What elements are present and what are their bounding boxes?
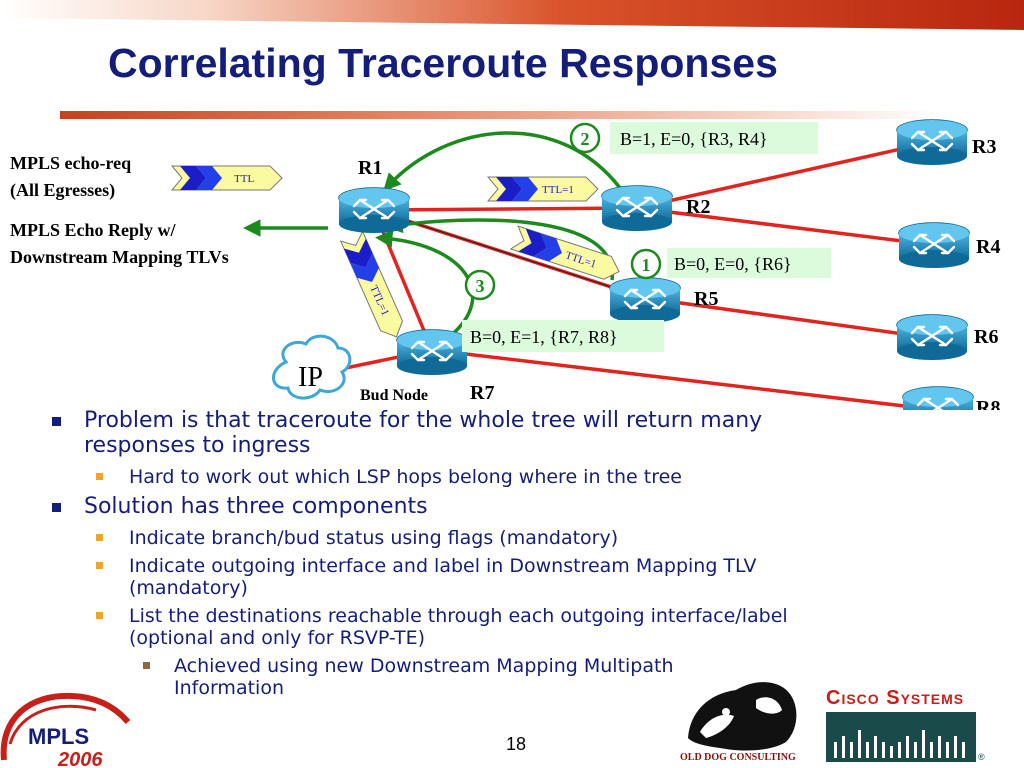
bullet-item: Problem is that traceroute for the whole… <box>46 408 876 458</box>
response-1-text: B=0, E=0, {R6} <box>674 254 792 274</box>
bullet-item: Solution has three components <box>46 494 876 519</box>
response-1-step: 1 <box>642 255 651 275</box>
reply-arrow-r2 <box>383 131 622 192</box>
response-2-step: 2 <box>581 129 590 149</box>
response-2: B=1, E=0, {R3, R4} 2 <box>569 122 818 154</box>
cisco-systems-logo: Cisco Systems ® <box>826 687 985 762</box>
link-r1-r2 <box>373 206 638 212</box>
legend-echo-req-line2: (All Egresses) <box>10 180 116 200</box>
router-label-r2: R2 <box>686 196 710 218</box>
legend-echo-req: MPLS echo-req (All Egresses) <box>10 150 131 204</box>
router-r2-icon <box>601 184 673 232</box>
slide-title: Correlating Traceroute Responses <box>108 40 778 86</box>
packet-to-r7: TTL=1 <box>339 230 404 338</box>
p2mp-tree-diagram: TTL TTL=1 TTL=1 TTL=1 IP R1 R2 R3 R4 R5 <box>170 118 1000 410</box>
cisco-wordmark: Cisco Systems <box>826 687 964 709</box>
registered-mark: ® <box>978 752 985 762</box>
response-3-step: 3 <box>476 276 485 296</box>
mpls-logo-year: 2006 <box>57 749 103 768</box>
bullet-item: Hard to work out which LSP hops belong w… <box>84 466 876 488</box>
mpls-logo-name: MPLS <box>28 724 89 749</box>
router-label-r7: R7 <box>470 382 494 404</box>
page-number: 18 <box>505 734 527 754</box>
old-dog-consulting-logo: OLD DOG CONSULTING <box>680 682 797 763</box>
top-banner <box>0 0 1024 30</box>
packet-to-r5: TTL=1 <box>509 225 620 280</box>
legend-packet: TTL <box>170 165 283 191</box>
ip-cloud-label: IP <box>298 362 323 393</box>
mpls-2006-logo: MPLS 2006 <box>0 692 131 768</box>
response-3-text: B=0, E=1, {R7, R8} <box>470 327 618 347</box>
legend-packet-label: TTL <box>234 173 254 185</box>
ip-cloud: IP <box>272 334 352 400</box>
legend-echo-reply-line2: Downstream Mapping TLVs <box>10 247 229 267</box>
packet-to-r2-label: TTL=1 <box>542 184 574 196</box>
title-underline <box>60 111 940 119</box>
router-label-r6: R6 <box>974 326 998 348</box>
old-dog-text: OLD DOG CONSULTING <box>680 752 796 763</box>
router-label-r1: R1 <box>358 157 382 179</box>
router-r8-icon <box>902 385 974 410</box>
router-r4-icon <box>898 221 970 269</box>
bullet-item: Indicate branch/bud status using flags (… <box>84 527 876 549</box>
bullet-item: Achieved using new Downstream Mapping Mu… <box>129 655 704 699</box>
footer-logos: MPLS 2006 OLD DOG CONSULTING Cisco Syste… <box>0 682 985 768</box>
link-r1-r5-trace <box>373 209 646 299</box>
router-r7-icon <box>396 328 468 376</box>
router-r6-icon <box>896 313 968 361</box>
bullet-item: Indicate outgoing interface and label in… <box>84 555 876 599</box>
legend-echo-req-line1: MPLS echo-req <box>10 153 132 173</box>
link-r2-r3 <box>636 140 933 210</box>
router-label-r8: R8 <box>976 397 1000 410</box>
reply-arrow-r7 <box>375 230 475 342</box>
bud-node-label: Bud Node <box>360 387 428 404</box>
link-r5-r6 <box>644 296 933 340</box>
router-r1-icon <box>338 186 410 234</box>
router-r3-icon <box>896 118 968 166</box>
legend-echo-reply: MPLS Echo Reply w/ Downstream Mapping TL… <box>10 217 229 271</box>
link-r2-r4 <box>636 206 935 247</box>
router-label-r4: R4 <box>976 236 1000 258</box>
bullet-item: List the destinations reachable through … <box>84 605 876 649</box>
link-r7-r8 <box>431 348 939 410</box>
bullet-list: Problem is that traceroute for the whole… <box>46 408 876 699</box>
router-label-r3: R3 <box>972 136 996 158</box>
packet-to-r2: TTL=1 <box>486 176 599 202</box>
response-3: B=0, E=1, {R7, R8} 3 <box>462 269 664 352</box>
router-r5-icon <box>609 276 681 324</box>
response-1: B=0, E=0, {R6} 1 <box>630 248 831 280</box>
legend-echo-reply-line1: MPLS Echo Reply w/ <box>10 220 176 240</box>
response-2-text: B=1, E=0, {R3, R4} <box>620 129 768 149</box>
router-label-r5: R5 <box>694 288 718 310</box>
